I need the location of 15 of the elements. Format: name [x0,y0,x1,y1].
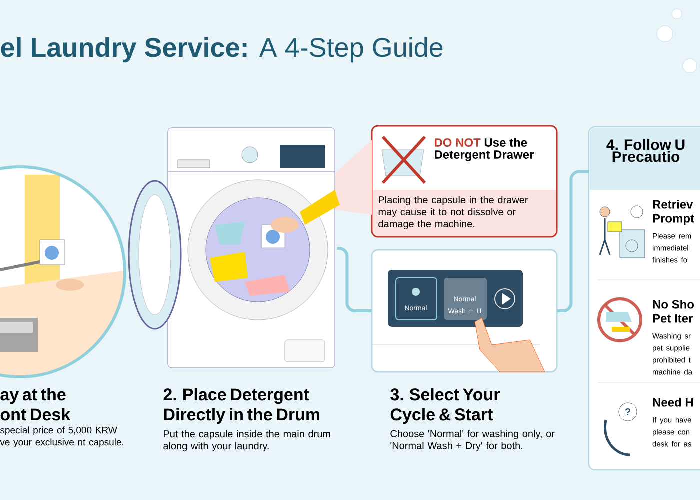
control-panel-drawing [371,249,558,373]
item-title: No Sho Pet Iter [653,300,694,323]
connector-line [337,247,372,312]
title: el Laundry Service: A 4-Step Guide [1,37,443,63]
step-description: special price of 5,000 KRW ve your exclusive nt capsule. [0,426,124,448]
step-description: Put the capsule inside the main drum along with your laundry. [164,430,330,452]
step-description: Choose 'Normal' for washing only, or 'Normal Wash + Dry' for both. [390,430,555,452]
item-title: Need H [653,398,694,407]
warning-box: DO NOT Use the Detergent Drawer Placing the capsule in the drawer may cause it to not dissolve or damage the machine. [371,125,558,238]
washing-machine-drawing [128,128,372,368]
question-mark: ? [625,408,630,416]
step-heading: 3. Select Your Cycle & Start [390,388,500,424]
item-title: Retriev Prompt [653,200,694,226]
step-heading: 2. Place Detergent Directly in the Drum [164,388,320,424]
step-heading: ay at the ont Desk [0,388,71,421]
